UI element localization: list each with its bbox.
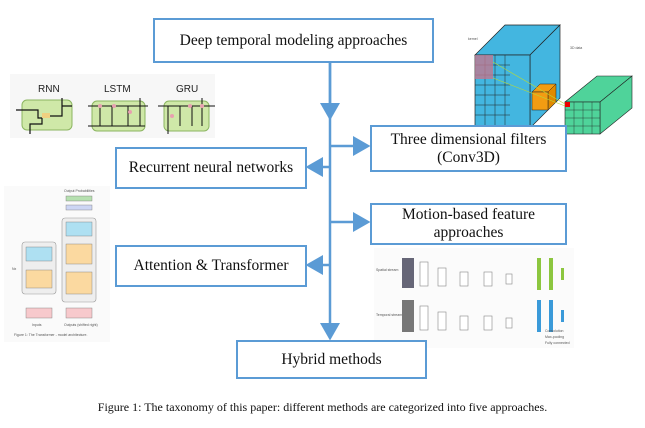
temporal-stream-label: Temporal stream xyxy=(376,313,402,317)
3d-data-label: 3D data xyxy=(570,46,582,50)
motion-node-label: Motion-based feature approaches xyxy=(402,206,535,241)
legend-max-pooling: Max-pooling xyxy=(545,335,564,339)
lstm-title: LSTM xyxy=(104,84,131,95)
inputs-label: Inputs xyxy=(32,323,42,327)
rnn-node-label: Recurrent neural networks xyxy=(128,159,294,176)
transformer-caption: Figure 1: The Transformer - model archit… xyxy=(14,333,87,337)
kernel-label: kernel xyxy=(468,37,478,41)
hybrid-node-label: Hybrid methods xyxy=(281,350,382,368)
spatial-stream-label: Spatial stream xyxy=(376,268,398,272)
gru-title: GRU xyxy=(176,84,198,95)
legend-convolution: Convolution xyxy=(545,329,564,333)
attention-node-box: Attention & Transformer xyxy=(115,245,307,287)
conv3d-node-box: Three dimensional filters (Conv3D) xyxy=(370,125,567,172)
outputs-label: Outputs (shifted right) xyxy=(64,323,98,327)
root-node-label: Deep temporal modeling approaches xyxy=(179,31,408,49)
rnn-title: RNN xyxy=(38,84,60,95)
connectors xyxy=(305,62,371,341)
two-stream-illustration: Spatial stream Temporal stream Convoluti… xyxy=(374,248,574,348)
conv3d-illustration: kernel 3D data xyxy=(468,24,633,135)
output-probabilities-label: Output Probabilities xyxy=(64,189,95,193)
rnn-illustration: RNN LSTM GRU xyxy=(10,74,215,138)
hybrid-node-box: Hybrid methods xyxy=(236,340,427,379)
figure-caption: Figure 1: The taxonomy of this paper: di… xyxy=(97,400,548,414)
root-node-box: Deep temporal modeling approaches xyxy=(153,18,434,63)
kernel-cube xyxy=(531,83,557,111)
attention-node-label: Attention & Transformer xyxy=(133,257,289,274)
motion-node-box: Motion-based feature approaches xyxy=(370,203,567,245)
transformer-illustration: Output Probabilities Nx Inputs Outputs (… xyxy=(4,186,110,342)
rnn-node-box: Recurrent neural networks xyxy=(115,147,307,189)
conv3d-node-label: Three dimensional filters (Conv3D) xyxy=(390,130,547,166)
nx-label: Nx xyxy=(12,267,17,271)
legend-fully-connected: Fully connected xyxy=(545,341,570,345)
